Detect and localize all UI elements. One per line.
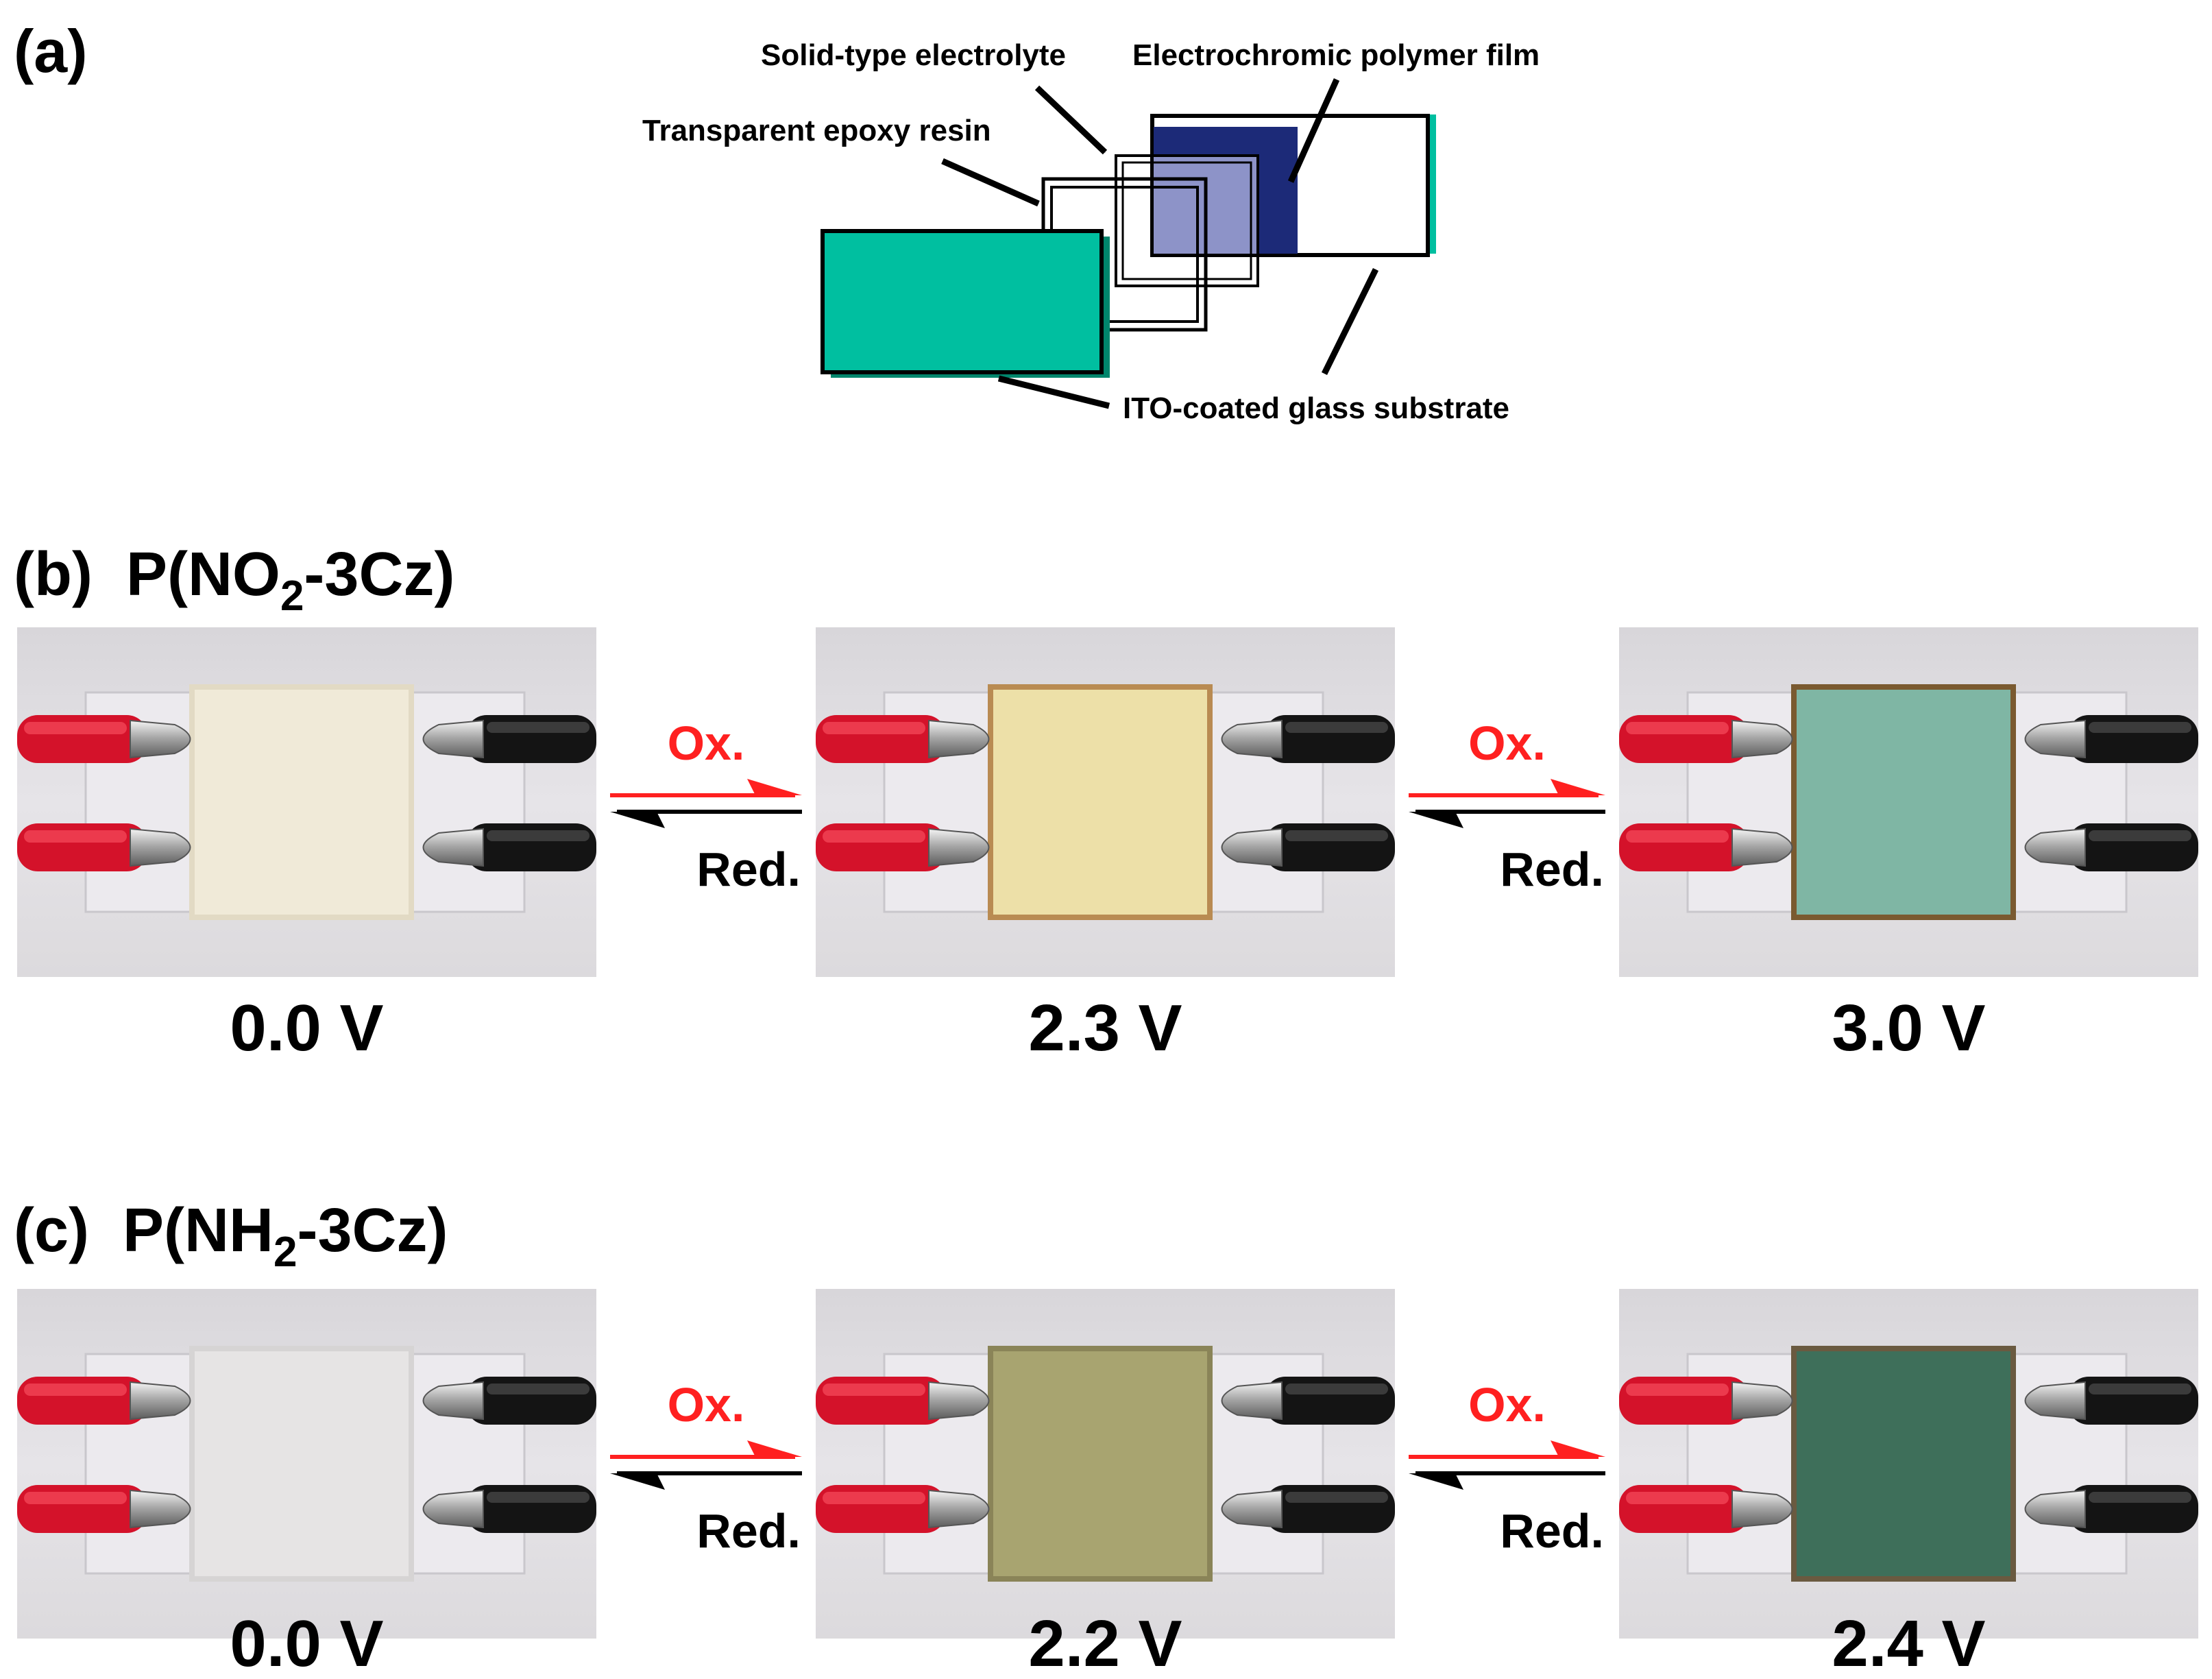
redox-arrows: Ox. Red.	[1409, 1378, 1605, 1558]
reduction-arrowhead	[610, 812, 665, 828]
reduction-arrowhead	[1409, 1473, 1463, 1490]
electrochromic-film	[189, 684, 414, 920]
reduction-arrowhead	[1409, 812, 1463, 828]
oxidation-arrowhead	[1551, 779, 1605, 795]
panel-a-label: (a)	[14, 17, 88, 85]
device-photo	[17, 1289, 596, 1639]
red-clip	[17, 715, 191, 763]
red-clip	[1619, 1485, 1793, 1533]
redox-arrows: Ox. Red.	[1409, 716, 1605, 896]
redox-arrows: Ox. Red.	[610, 1378, 802, 1558]
panel-b-title: (b) P(NO2-3Cz)	[14, 540, 454, 620]
panel-c-label: (c)	[14, 1196, 89, 1265]
black-clip	[2024, 823, 2198, 871]
black-clip	[422, 823, 596, 871]
voltage-label: 2.2 V	[1028, 1607, 1182, 1679]
electrochromic-film	[988, 1346, 1213, 1582]
red-clip	[1619, 1377, 1793, 1425]
black-clip	[422, 715, 596, 763]
black-clip	[1221, 1485, 1395, 1533]
voltage-label: 0.0 V	[230, 1607, 383, 1679]
polymer-name-prefix: P(NO	[126, 540, 280, 609]
voltage-label: 3.0 V	[1832, 991, 1985, 1065]
reduction-label: Red.	[1500, 843, 1604, 896]
reduction-label: Red.	[696, 843, 801, 896]
black-clip	[2024, 1377, 2198, 1425]
oxidation-label: Ox.	[1468, 1378, 1546, 1432]
electrochromic-film	[189, 1346, 414, 1582]
label-electrolyte: Solid-type electrolyte	[761, 38, 1066, 72]
black-clip	[1221, 715, 1395, 763]
electrochromic-film	[1791, 1346, 2016, 1582]
red-clip	[816, 715, 990, 763]
oxidation-arrowhead	[747, 779, 802, 795]
device-photo	[1619, 1289, 2198, 1639]
oxidation-label: Ox.	[1468, 716, 1546, 770]
polymer-name-suffix: -3Cz)	[297, 1196, 448, 1265]
red-clip	[1619, 823, 1793, 871]
red-clip	[816, 1485, 990, 1533]
red-clip	[17, 1485, 191, 1533]
ito-glass-front	[821, 229, 1110, 378]
red-clip	[816, 1377, 990, 1425]
red-clip	[17, 823, 191, 871]
device-photo	[816, 627, 1395, 977]
oxidation-arrowhead	[747, 1440, 802, 1457]
oxidation-label: Ox.	[668, 1378, 745, 1432]
red-clip	[816, 823, 990, 871]
black-clip	[422, 1485, 596, 1533]
oxidation-label: Ox.	[668, 716, 745, 770]
black-clip	[1221, 1377, 1395, 1425]
polymer-name-subscript: 2	[274, 1229, 297, 1276]
black-clip	[422, 1377, 596, 1425]
polymer-name-prefix: P(NH	[123, 1196, 274, 1265]
reduction-label: Red.	[1500, 1504, 1604, 1558]
device-photo	[816, 1289, 1395, 1639]
panel-b-label: (b)	[14, 540, 93, 609]
label-epoxy: Transparent epoxy resin	[642, 114, 991, 147]
reduction-arrowhead	[610, 1473, 665, 1490]
polymer-name-suffix: -3Cz)	[304, 540, 454, 609]
label-ito: ITO-coated glass substrate	[1123, 391, 1509, 425]
redox-arrows: Ox. Red.	[610, 716, 802, 896]
device-schematic: Solid-type electrolyte Electrochromic po…	[642, 38, 1540, 425]
electrochromic-film	[1791, 684, 2016, 920]
polymer-name-subscript: 2	[280, 572, 304, 620]
oxidation-arrowhead	[1551, 1440, 1605, 1457]
red-clip	[1619, 715, 1793, 763]
voltage-label: 0.0 V	[230, 991, 383, 1065]
label-polymer-film: Electrochromic polymer film	[1132, 38, 1540, 72]
black-clip	[1221, 823, 1395, 871]
electrochromic-film	[988, 684, 1213, 920]
panel-b-photo-row: 0.0 V 2.3 V 3.0 V Ox. Red. Ox. Red.	[17, 627, 2198, 1065]
pointer-arrows	[941, 78, 1379, 409]
red-clip	[17, 1377, 191, 1425]
device-photo	[17, 627, 596, 977]
black-clip	[2024, 715, 2198, 763]
black-clip	[2024, 1485, 2198, 1533]
panel-a: (a)	[14, 17, 1540, 425]
panel-c-photo-row: 0.0 V 2.2 V 2.4 V Ox. Red. Ox. Red.	[17, 1289, 2198, 1679]
panel-c-title: (c) P(NH2-3Cz)	[14, 1196, 448, 1276]
voltage-label: 2.4 V	[1832, 1607, 1985, 1679]
reduction-label: Red.	[696, 1504, 801, 1558]
voltage-label: 2.3 V	[1028, 991, 1182, 1065]
device-photo	[1619, 627, 2198, 977]
electrolyte-frame	[1115, 154, 1259, 287]
